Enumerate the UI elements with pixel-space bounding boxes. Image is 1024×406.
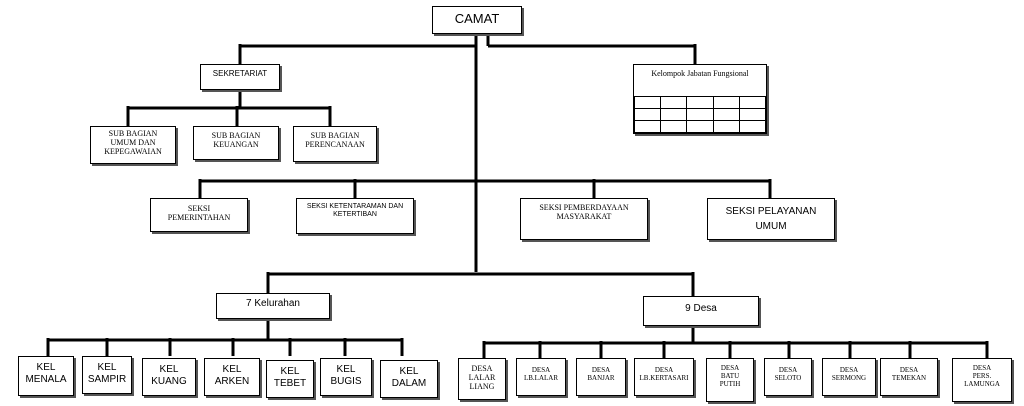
kelompok-jabatan-grid xyxy=(633,96,767,133)
desa-group-box: 9 Desa xyxy=(643,296,759,326)
sub-bagian-umum-box: SUB BAGIAN UMUM DAN KEPEGAWAIAN xyxy=(90,126,176,164)
kel-kuang-box: KEL KUANG xyxy=(142,358,196,396)
desa-batu-putih-label: DESA BATU PUTIH xyxy=(719,364,741,389)
camat-label: CAMAT xyxy=(454,11,500,26)
desa-sermong-box: DESA SERMONG xyxy=(822,358,876,396)
desa-temekan-box: DESA TEMEKAN xyxy=(880,358,938,396)
kel-menala-label: KEL MENALA xyxy=(25,362,67,385)
sekretariat-box: SEKRETARIAT xyxy=(200,64,280,90)
seksi-ketentaraman-box: SEKSI KETENTARAMAN DAN KETERTIBAN xyxy=(296,198,414,234)
desa-lb-kertasari-label: DESA LB.KERTASARI xyxy=(639,366,689,383)
desa-seloto-label: DESA SELOTO xyxy=(774,366,802,383)
seksi-pemerintahan-label: SEKSI PEMERINTAHAN xyxy=(167,204,231,223)
kelompok-jabatan-box: Kelompok Jabatan Fungsional xyxy=(633,64,767,134)
desa-seloto-box: DESA SELOTO xyxy=(764,358,812,396)
kel-kuang-label: KEL KUANG xyxy=(151,364,187,387)
sub-bagian-keuangan-label: SUB BAGIAN KEUANGAN xyxy=(211,131,261,150)
sub-bagian-perencanaan-label: SUB BAGIAN PERENCANAAN xyxy=(305,131,365,150)
seksi-pelayanan-box: SEKSI PELAYANAN UMUM xyxy=(707,198,835,240)
sub-bagian-keuangan-box: SUB BAGIAN KEUANGAN xyxy=(193,126,279,160)
desa-temekan-label: DESA TEMEKAN xyxy=(891,366,927,383)
kel-tebet-box: KEL TEBET xyxy=(266,360,314,398)
desa-pers-lamunga-box: DESA PERS. LAMUNGA xyxy=(952,358,1012,402)
camat-box: CAMAT xyxy=(432,6,522,34)
seksi-pemberdayaan-label: SEKSI PEMBERDAYAAN MASYARAKAT xyxy=(539,203,629,222)
kel-menala-box: KEL MENALA xyxy=(18,356,74,396)
desa-group-label: 9 Desa xyxy=(685,303,717,314)
desa-banjar-label: DESA BANJAR xyxy=(587,366,615,383)
desa-lb-lalar-label: DESA LB.LALAR xyxy=(523,366,559,383)
kelompok-jabatan-label: Kelompok Jabatan Fungsional xyxy=(651,69,749,78)
kel-dalam-box: KEL DALAM xyxy=(380,360,438,398)
seksi-ketentaraman-label: SEKSI KETENTARAMAN DAN KETERTIBAN xyxy=(306,203,404,219)
sekretariat-label: SEKRETARIAT xyxy=(212,69,268,78)
kel-arken-label: KEL ARKEN xyxy=(214,364,250,387)
desa-banjar-box: DESA BANJAR xyxy=(576,358,626,396)
kel-arken-box: KEL ARKEN xyxy=(204,358,260,396)
desa-pers-lamunga-label: DESA PERS. LAMUNGA xyxy=(964,364,1000,389)
sub-bagian-umum-label: SUB BAGIAN UMUM DAN KEPEGAWAIAN xyxy=(104,129,162,157)
kel-bugis-label: KEL BUGIS xyxy=(330,364,362,387)
seksi-pemerintahan-box: SEKSI PEMERINTAHAN xyxy=(150,198,248,232)
kel-bugis-box: KEL BUGIS xyxy=(320,358,372,396)
desa-lalar-liang-label: DESA LALAR LIANG xyxy=(468,364,496,392)
desa-lb-lalar-box: DESA LB.LALAR xyxy=(516,358,566,396)
kel-sampir-box: KEL SAMPIR xyxy=(82,356,132,394)
desa-lb-kertasari-box: DESA LB.KERTASARI xyxy=(634,358,694,396)
seksi-pemberdayaan-box: SEKSI PEMBERDAYAAN MASYARAKAT xyxy=(520,198,648,240)
kel-tebet-label: KEL TEBET xyxy=(273,366,307,389)
kelurahan-group-box: 7 Kelurahan xyxy=(216,293,330,319)
desa-lalar-liang-box: DESA LALAR LIANG xyxy=(458,358,506,400)
seksi-pelayanan-label: SEKSI PELAYANAN UMUM xyxy=(725,206,817,232)
kelurahan-group-label: 7 Kelurahan xyxy=(246,298,300,309)
desa-sermong-label: DESA SERMONG xyxy=(831,366,867,383)
sub-bagian-perencanaan-box: SUB BAGIAN PERENCANAAN xyxy=(293,126,377,162)
kel-sampir-label: KEL SAMPIR xyxy=(87,362,127,385)
desa-batu-putih-box: DESA BATU PUTIH xyxy=(706,358,754,402)
kel-dalam-label: KEL DALAM xyxy=(391,366,427,389)
